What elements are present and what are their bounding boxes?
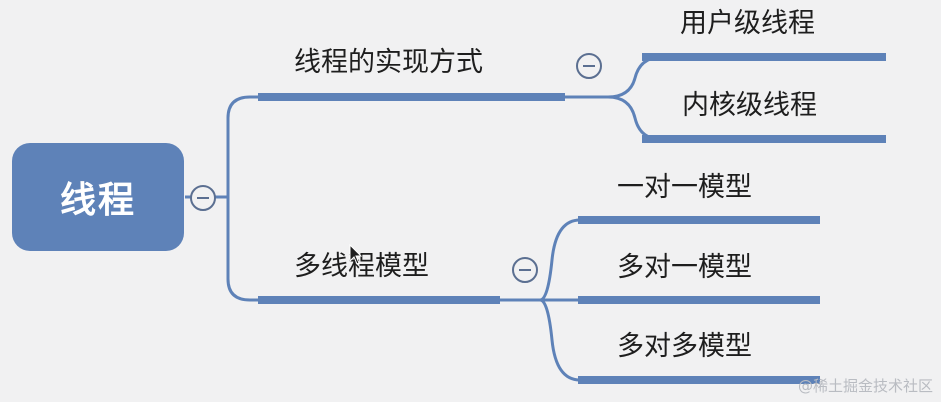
root-node[interactable]: 线程 <box>12 143 184 251</box>
child-2-2-label[interactable]: 多对一模型 <box>617 252 752 283</box>
collapse-branch-2-icon[interactable] <box>512 257 538 283</box>
branch-1-label[interactable]: 线程的实现方式 <box>294 47 483 78</box>
connector-branch-2-to-child-3 <box>539 298 581 382</box>
child-2-1-label[interactable]: 一对一模型 <box>617 172 752 203</box>
child-2-3-label[interactable]: 多对多模型 <box>617 331 752 362</box>
connector-branch-1-to-child-2 <box>607 95 661 141</box>
connector-root-to-branch-2 <box>226 197 258 302</box>
watermark: @稀土掘金技术社区 <box>797 377 933 395</box>
root-node-label: 线程 <box>59 180 136 221</box>
mouse-pointer-icon <box>349 244 363 265</box>
child-1-2-label[interactable]: 内核级线程 <box>682 90 817 121</box>
connector-root-to-branch-1 <box>185 95 258 199</box>
collapse-root-icon[interactable] <box>190 185 216 211</box>
branch-2-label[interactable]: 多线程模型 <box>294 251 429 282</box>
child-1-1-label[interactable]: 用户级线程 <box>680 8 815 39</box>
collapse-branch-1-icon[interactable] <box>576 53 602 79</box>
connector-branch-2-to-child-1 <box>500 218 581 302</box>
